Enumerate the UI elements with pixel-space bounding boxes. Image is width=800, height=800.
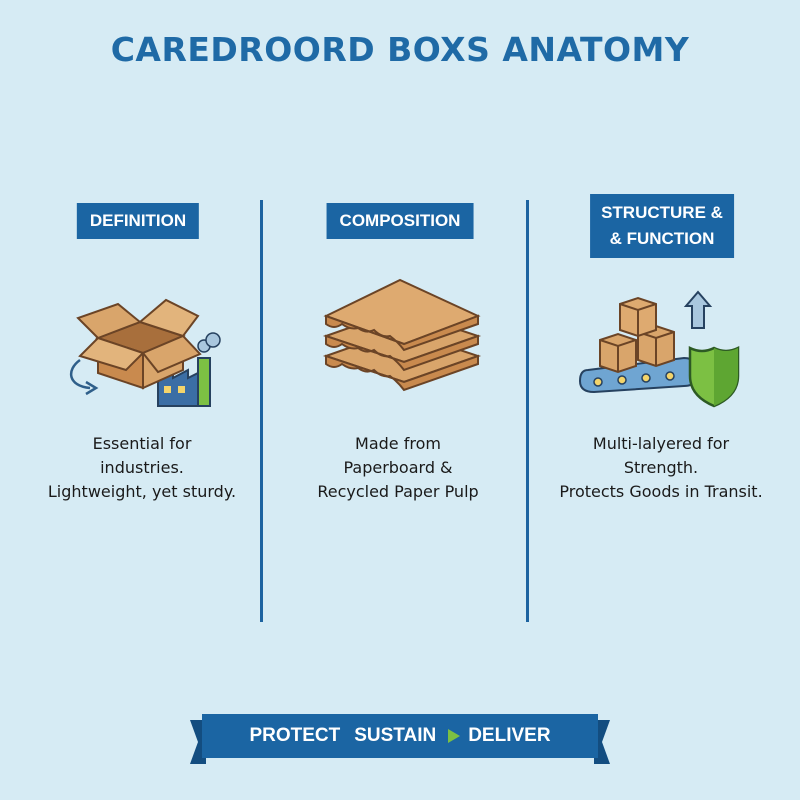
- structure-header-line-2: & FUNCTION: [609, 229, 715, 248]
- definition-description: Essential for industries. Lightweight, y…: [12, 432, 272, 504]
- definition-header-text: DEFINITION: [89, 211, 187, 230]
- composition-line-1: Made from: [355, 434, 441, 453]
- definition-header: DEFINITION: [76, 203, 200, 239]
- ribbon-shape: [190, 714, 610, 764]
- banner-word-deliver: DELIVER: [468, 725, 551, 746]
- bottom-banner: PROTECT SUSTAIN DELIVER: [190, 714, 610, 764]
- banner-word-protect: PROTECT: [249, 725, 341, 746]
- structure-function-column: STRUCTURE & & FUNCTION Multi-lalyered fo…: [532, 0, 792, 640]
- corrugated-layers-icon: [322, 278, 482, 392]
- composition-description: Made from Paperboard & Recycled Paper Pu…: [268, 432, 528, 504]
- definition-line-3: Lightweight, yet sturdy.: [47, 482, 237, 501]
- banner-text: PROTECT SUSTAIN DELIVER: [190, 714, 610, 758]
- definition-column: DEFINITION Essential for industries. Lig…: [8, 0, 268, 640]
- open-box-factory-icon: [69, 298, 221, 407]
- composition-header: COMPOSITION: [326, 203, 474, 239]
- definition-line-1: Essential for: [92, 434, 192, 453]
- conveyor-shield-icon: [578, 290, 740, 408]
- structure-line-1: Multi-lalyered for: [592, 434, 730, 453]
- play-arrow-icon: [448, 729, 461, 743]
- column-divider-right: [526, 200, 529, 622]
- composition-line-2: Paperboard &: [343, 458, 453, 477]
- banner-word-sustain: SUSTAIN: [354, 725, 437, 746]
- page-title: CAREDROORD BOXS ANATOMY: [110, 30, 690, 69]
- structure-line-2: Strength.: [623, 458, 699, 477]
- structure-header-line-1: STRUCTURE &: [601, 203, 723, 222]
- composition-column: COMPOSITION Made from Paperboard & Recyc…: [270, 0, 530, 640]
- composition-header-text: COMPOSITION: [339, 211, 461, 230]
- composition-line-3: Recycled Paper Pulp: [317, 482, 479, 501]
- structure-function-header: STRUCTURE & & FUNCTION: [590, 194, 734, 258]
- structure-line-3: Protects Goods in Transit.: [559, 482, 763, 501]
- definition-line-2: industries.: [100, 458, 184, 477]
- column-divider-left: [260, 200, 263, 622]
- structure-function-description: Multi-lalyered for Strength. Protects Go…: [526, 432, 796, 504]
